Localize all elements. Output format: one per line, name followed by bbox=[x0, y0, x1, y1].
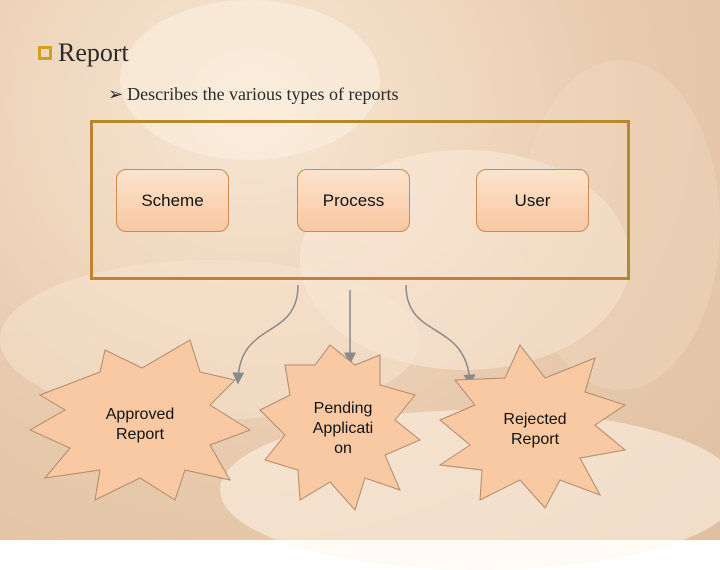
slide-title: Report bbox=[38, 38, 129, 68]
node-label: Process bbox=[322, 190, 385, 210]
slide-title-text: Report bbox=[58, 38, 129, 67]
connector-left bbox=[232, 284, 299, 385]
arrow-bullet-icon: ➢ bbox=[108, 84, 124, 104]
connector-right bbox=[405, 284, 476, 387]
connectors bbox=[232, 284, 476, 387]
node-label: User bbox=[514, 190, 551, 210]
node-user: User bbox=[476, 169, 589, 232]
slide-subtitle-text: Describes the various types of reports bbox=[127, 84, 399, 104]
burst-rejected bbox=[438, 344, 627, 509]
outcome-line: Approved bbox=[105, 406, 175, 423]
outcome-bursts bbox=[28, 339, 627, 511]
slide-subtitle: ➢ Describes the various types of reports bbox=[108, 84, 399, 105]
node-scheme: Scheme bbox=[116, 169, 229, 232]
burst-pending bbox=[259, 344, 421, 511]
node-process: Process bbox=[297, 169, 410, 232]
square-bullet-icon bbox=[38, 46, 52, 60]
outcome-line: on bbox=[334, 440, 352, 457]
burst-approved bbox=[28, 339, 252, 501]
outcome-line: Pending bbox=[313, 400, 373, 417]
background-highlight bbox=[120, 0, 380, 160]
outcome-line: Report bbox=[510, 431, 560, 448]
outcome-pending-label: Pending Applicati on bbox=[300, 399, 386, 459]
node-label: Scheme bbox=[141, 190, 204, 210]
outcome-rejected-label: Rejected Report bbox=[485, 410, 585, 450]
category-frame bbox=[90, 120, 630, 280]
outcome-line: Applicati bbox=[312, 420, 374, 437]
outcome-line: Rejected bbox=[503, 411, 567, 428]
outcome-approved-label: Approved Report bbox=[90, 405, 190, 445]
outcome-line: Report bbox=[115, 426, 165, 443]
